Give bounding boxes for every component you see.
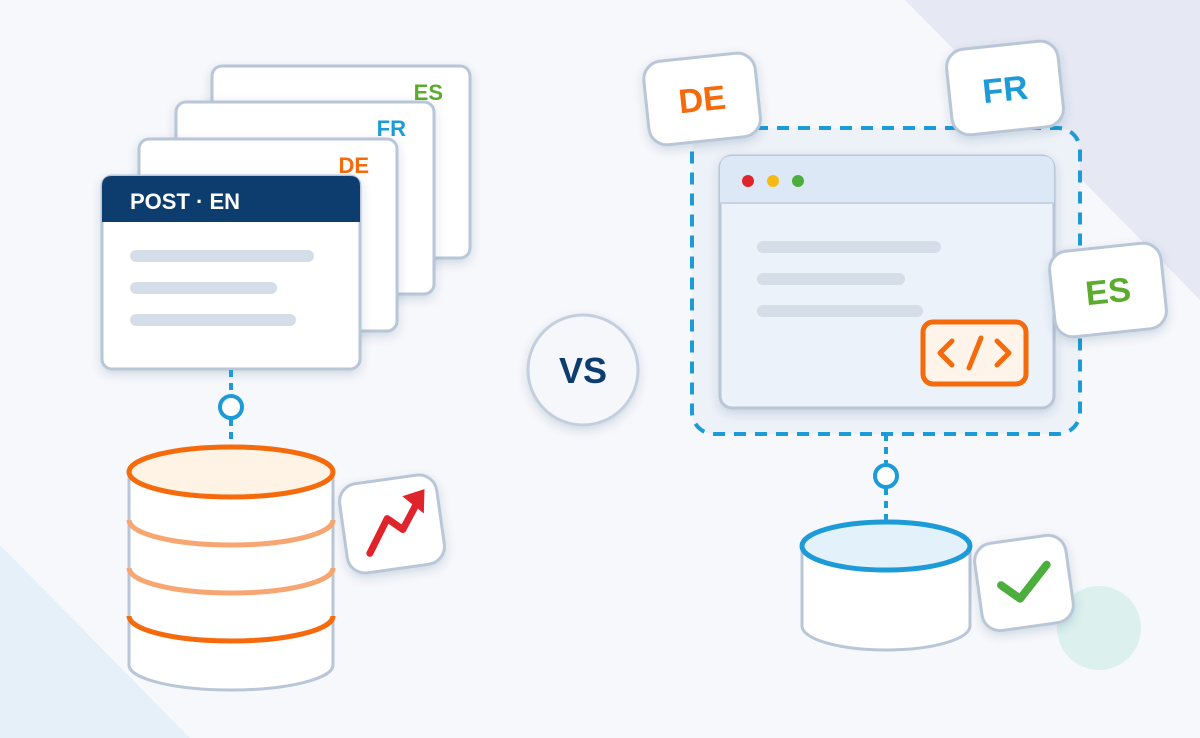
- post-card-title: POST · EN: [130, 189, 240, 214]
- text-line-placeholder: [130, 282, 277, 294]
- connector-node: [873, 463, 899, 489]
- vs-label: VS: [559, 350, 607, 391]
- language-tag-label-es: ES: [1084, 271, 1133, 314]
- code-brackets-icon: [920, 319, 1029, 387]
- window-dot-green: [792, 175, 804, 187]
- window-dot-red: [742, 175, 754, 187]
- language-tag-label-fr: FR: [981, 69, 1030, 112]
- stack-label-de: DE: [338, 153, 369, 178]
- check-icon: [997, 560, 1051, 603]
- check-badge: [973, 533, 1075, 633]
- language-tag-label-de: DE: [677, 79, 728, 122]
- language-tag-es: ES: [1048, 241, 1168, 339]
- bg-mint-circle: [1057, 586, 1141, 670]
- small-database-icon: [799, 519, 973, 652]
- right-connector: [873, 434, 899, 522]
- text-line-placeholder: [130, 314, 296, 326]
- post-card-en: POST · EN: [100, 174, 362, 371]
- post-card-header: [102, 176, 360, 222]
- vs-badge: VS: [526, 313, 640, 427]
- text-line-placeholder: [130, 250, 314, 262]
- large-database-icon: [126, 444, 336, 692]
- trend-badge: [338, 473, 446, 575]
- window-dot-yellow: [767, 175, 779, 187]
- trend-up-icon: [366, 489, 425, 557]
- bg-corner-shape-bottom: [0, 545, 190, 738]
- left-connector: [218, 370, 244, 446]
- browser-window: [718, 154, 1056, 410]
- left-approach: ES FR DE POST · EN: [100, 64, 472, 692]
- stack-label-fr: FR: [377, 116, 406, 141]
- text-line-placeholder: [757, 305, 923, 317]
- language-tag-de: DE: [642, 51, 762, 147]
- language-tag-fr: FR: [945, 39, 1065, 137]
- browser-titlebar: [720, 156, 1054, 203]
- connector-node: [218, 394, 244, 420]
- text-line-placeholder: [757, 241, 941, 253]
- text-line-placeholder: [757, 273, 905, 285]
- right-approach: DE FR ES: [642, 39, 1168, 652]
